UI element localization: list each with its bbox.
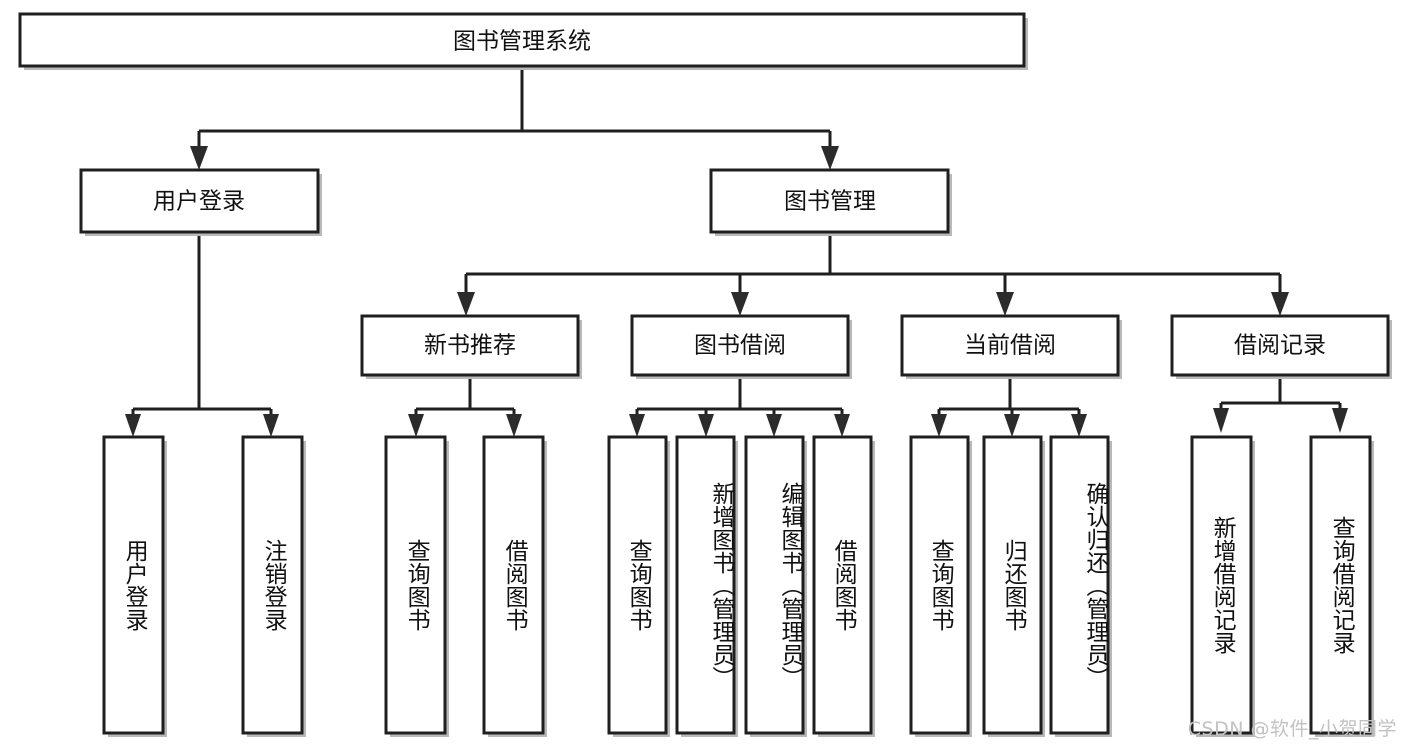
arrow-head-leaf-query-record bbox=[1332, 408, 1348, 433]
leaf-borrow-book-1-label: 借阅图书 bbox=[501, 539, 528, 631]
leaf-query-book-2-box bbox=[607, 435, 668, 735]
leaf-query-book-1-label: 查询图书 bbox=[403, 539, 430, 631]
arrow-head-leaf-confirm-return bbox=[1071, 414, 1087, 437]
arrow-head-leaf-query-book-1 bbox=[408, 414, 424, 437]
arrow-head-leaf-borrow-book-2 bbox=[834, 414, 850, 437]
leaf-return-book-box bbox=[982, 435, 1043, 735]
node-book-borrow[interactable]: 图书借阅 bbox=[630, 314, 852, 379]
leaf-borrow-book-1[interactable]: 借阅图书 bbox=[482, 435, 547, 737]
book-manage-box bbox=[709, 168, 950, 234]
leaf-query-book-1[interactable]: 查询图书 bbox=[384, 435, 449, 737]
leaf-borrow-book-2-box bbox=[812, 435, 873, 735]
book-borrow-box bbox=[630, 314, 850, 377]
node-borrow-record[interactable]: 借阅记录 bbox=[1170, 314, 1392, 379]
leaf-user-login-label: 用户登录 bbox=[121, 539, 148, 631]
arrow-head-leaf-borrow-book-1 bbox=[506, 414, 522, 437]
arrow-head-user-login bbox=[190, 146, 208, 170]
arrow-head-leaf-add-book bbox=[698, 414, 714, 437]
node-root[interactable]: 图书管理系统 bbox=[18, 12, 1028, 70]
leaf-confirm-return-box bbox=[1049, 435, 1110, 735]
root-box bbox=[18, 12, 1026, 68]
leaf-query-book-3-label: 查询图书 bbox=[927, 539, 954, 631]
edge-group bbox=[125, 66, 1348, 437]
leaf-add-record[interactable]: 新增借阅记录 bbox=[1190, 435, 1255, 737]
leaf-add-book-label: 新增图书（管理员） bbox=[708, 481, 734, 689]
leaf-logout-label: 注销登录 bbox=[260, 539, 287, 631]
arrow-head-book-manage bbox=[821, 146, 839, 170]
leaf-user-login-box bbox=[102, 435, 165, 735]
leaf-logout[interactable]: 注销登录 bbox=[241, 435, 306, 737]
arrow-head-leaf-user-login bbox=[125, 414, 141, 437]
leaf-borrow-book-2[interactable]: 借阅图书 bbox=[812, 435, 875, 737]
new-book-rec-box bbox=[360, 314, 580, 377]
leaf-query-book-3[interactable]: 查询图书 bbox=[909, 435, 972, 737]
book-manage-label: 图书管理 bbox=[784, 189, 876, 215]
leaf-edit-book[interactable]: 编辑图书（管理员） bbox=[744, 435, 807, 737]
leaf-confirm-return-label: 确认归还（管理员） bbox=[1082, 481, 1108, 689]
arrow-head-leaf-edit-book bbox=[766, 414, 782, 437]
arrow-head-leaf-add-record bbox=[1213, 408, 1229, 433]
node-user-login[interactable]: 用户登录 bbox=[79, 168, 322, 236]
leaf-edit-book-label: 编辑图书（管理员） bbox=[777, 481, 803, 689]
arrow-head-leaf-query-book-2 bbox=[629, 414, 645, 437]
user-login-box bbox=[79, 168, 320, 234]
arrow-head-book-borrow bbox=[731, 292, 749, 316]
arrow-head-borrow-record bbox=[1271, 292, 1289, 316]
leaf-query-book-3-box bbox=[909, 435, 970, 735]
leaf-query-record-box bbox=[1309, 435, 1372, 735]
current-borrow-label: 当前借阅 bbox=[964, 333, 1056, 359]
current-borrow-box bbox=[900, 314, 1120, 377]
node-book-manage[interactable]: 图书管理 bbox=[709, 168, 952, 236]
node-new-book-rec[interactable]: 新书推荐 bbox=[360, 314, 582, 379]
root-label: 图书管理系统 bbox=[453, 29, 591, 55]
leaf-add-book[interactable]: 新增图书（管理员） bbox=[675, 435, 738, 737]
new-book-rec-label: 新书推荐 bbox=[424, 333, 516, 359]
leaf-query-record[interactable]: 查询借阅记录 bbox=[1309, 435, 1374, 737]
leaf-edit-book-box bbox=[744, 435, 805, 735]
leaf-borrow-book-2-label: 借阅图书 bbox=[830, 539, 857, 631]
arrow-head-leaf-return-book bbox=[1004, 414, 1020, 437]
arrow-head-current-borrow bbox=[996, 292, 1014, 316]
borrow-record-box bbox=[1170, 314, 1390, 377]
csdn-watermark: CSDN @软件_小贺同学 bbox=[1187, 718, 1397, 740]
leaf-query-book-2[interactable]: 查询图书 bbox=[607, 435, 670, 737]
user-login-label: 用户登录 bbox=[153, 189, 245, 215]
arrow-head-new-book-rec bbox=[457, 292, 475, 316]
node-current-borrow[interactable]: 当前借阅 bbox=[900, 314, 1122, 379]
leaf-query-book-1-box bbox=[384, 435, 447, 735]
leaf-borrow-book-1-box bbox=[482, 435, 545, 735]
leaf-add-record-box bbox=[1190, 435, 1253, 735]
leaf-return-book-label: 归还图书 bbox=[1000, 539, 1027, 631]
borrow-record-label: 借阅记录 bbox=[1234, 333, 1326, 359]
arrow-head-leaf-logout bbox=[263, 414, 279, 437]
leaf-logout-box bbox=[241, 435, 304, 735]
arrow-head-leaf-query-book-3 bbox=[931, 414, 947, 437]
leaf-user-login[interactable]: 用户登录 bbox=[102, 435, 167, 737]
leaf-query-record-label: 查询借阅记录 bbox=[1328, 516, 1355, 654]
leaf-add-record-label: 新增借阅记录 bbox=[1209, 516, 1236, 654]
leaf-add-book-box bbox=[675, 435, 736, 735]
leaf-return-book[interactable]: 归还图书 bbox=[982, 435, 1045, 737]
book-borrow-label: 图书借阅 bbox=[694, 333, 786, 359]
leaf-query-book-2-label: 查询图书 bbox=[625, 539, 652, 631]
leaf-confirm-return[interactable]: 确认归还（管理员） bbox=[1049, 435, 1112, 737]
